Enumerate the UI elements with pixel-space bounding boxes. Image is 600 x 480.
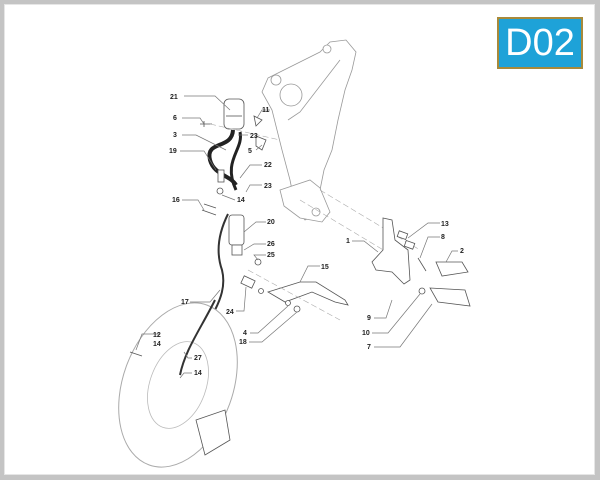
callout-5: 5 [248, 148, 252, 155]
callout-6: 6 [173, 115, 177, 122]
callout-1: 1 [346, 238, 350, 245]
callout-20: 20 [267, 219, 275, 226]
callout-3: 3 [173, 132, 177, 139]
callout-22: 22 [264, 162, 272, 169]
master-cylinder [201, 203, 262, 311]
callout-8: 8 [441, 234, 445, 241]
diagram-code-badge: D02 [497, 17, 583, 69]
callout-25: 25 [267, 252, 275, 259]
callout-14b: 14 [153, 341, 161, 348]
brake-disc [118, 299, 238, 468]
callout-12: 12 [153, 332, 161, 339]
callout-2: 2 [460, 248, 464, 255]
callout-26: 26 [267, 241, 275, 248]
callout-21: 21 [170, 94, 178, 101]
callout-27: 27 [194, 355, 202, 362]
callout-labels: 21 6 11 3 23 19 5 22 23 14 16 20 26 25 1… [153, 94, 464, 377]
callout-15: 15 [321, 264, 329, 271]
callout-17: 17 [181, 299, 189, 306]
frame-bracket [261, 39, 421, 261]
callout-14c: 14 [194, 370, 202, 377]
callout-11: 11 [262, 107, 270, 114]
callout-19: 19 [169, 148, 177, 155]
callout-24: 24 [226, 309, 234, 316]
callout-10: 10 [362, 330, 370, 337]
callout-13: 13 [441, 221, 449, 228]
callout-23: 23 [250, 133, 258, 140]
callout-23b: 23 [264, 183, 272, 190]
callout-16: 16 [172, 197, 180, 204]
callout-4: 4 [243, 330, 247, 337]
brake-pedal [240, 269, 349, 321]
callout-7: 7 [367, 344, 371, 351]
callout-18: 18 [239, 339, 247, 346]
footrest-assembly [371, 217, 471, 307]
leader-lines [135, 95, 458, 379]
callout-14: 14 [237, 197, 245, 204]
callout-9: 9 [367, 315, 371, 322]
